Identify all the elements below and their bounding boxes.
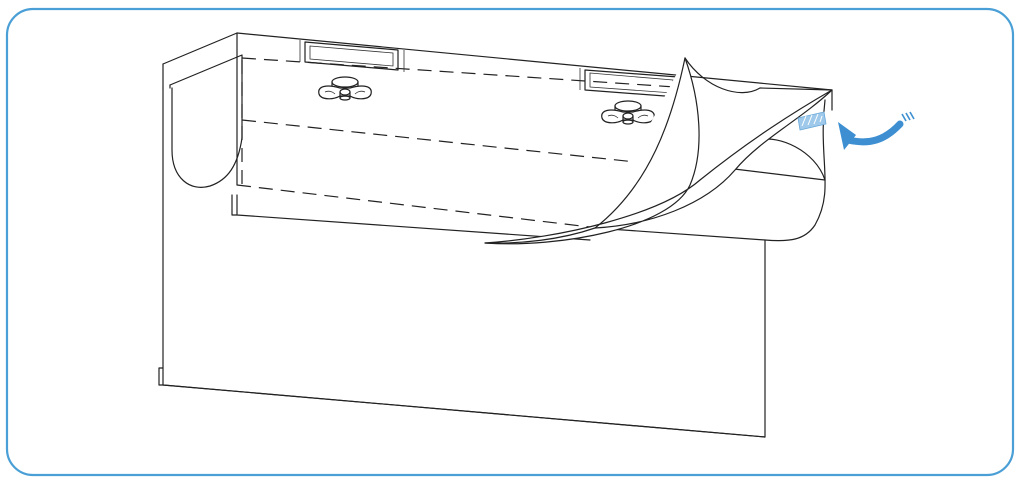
mounting-bracket-icon [579,68,679,98]
wing-screw-icon [318,76,372,101]
adhesive-tab [797,111,827,131]
fold-direction-arrow-icon [838,111,915,150]
mounting-bracket-icon [299,40,405,72]
wing-screw-icon [601,100,655,125]
peeling-adhesive-cover-icon [484,57,833,245]
blind-fabric-panel [158,87,766,438]
roller-blind-cassette-icon [162,32,833,242]
frame-border [5,7,1015,477]
